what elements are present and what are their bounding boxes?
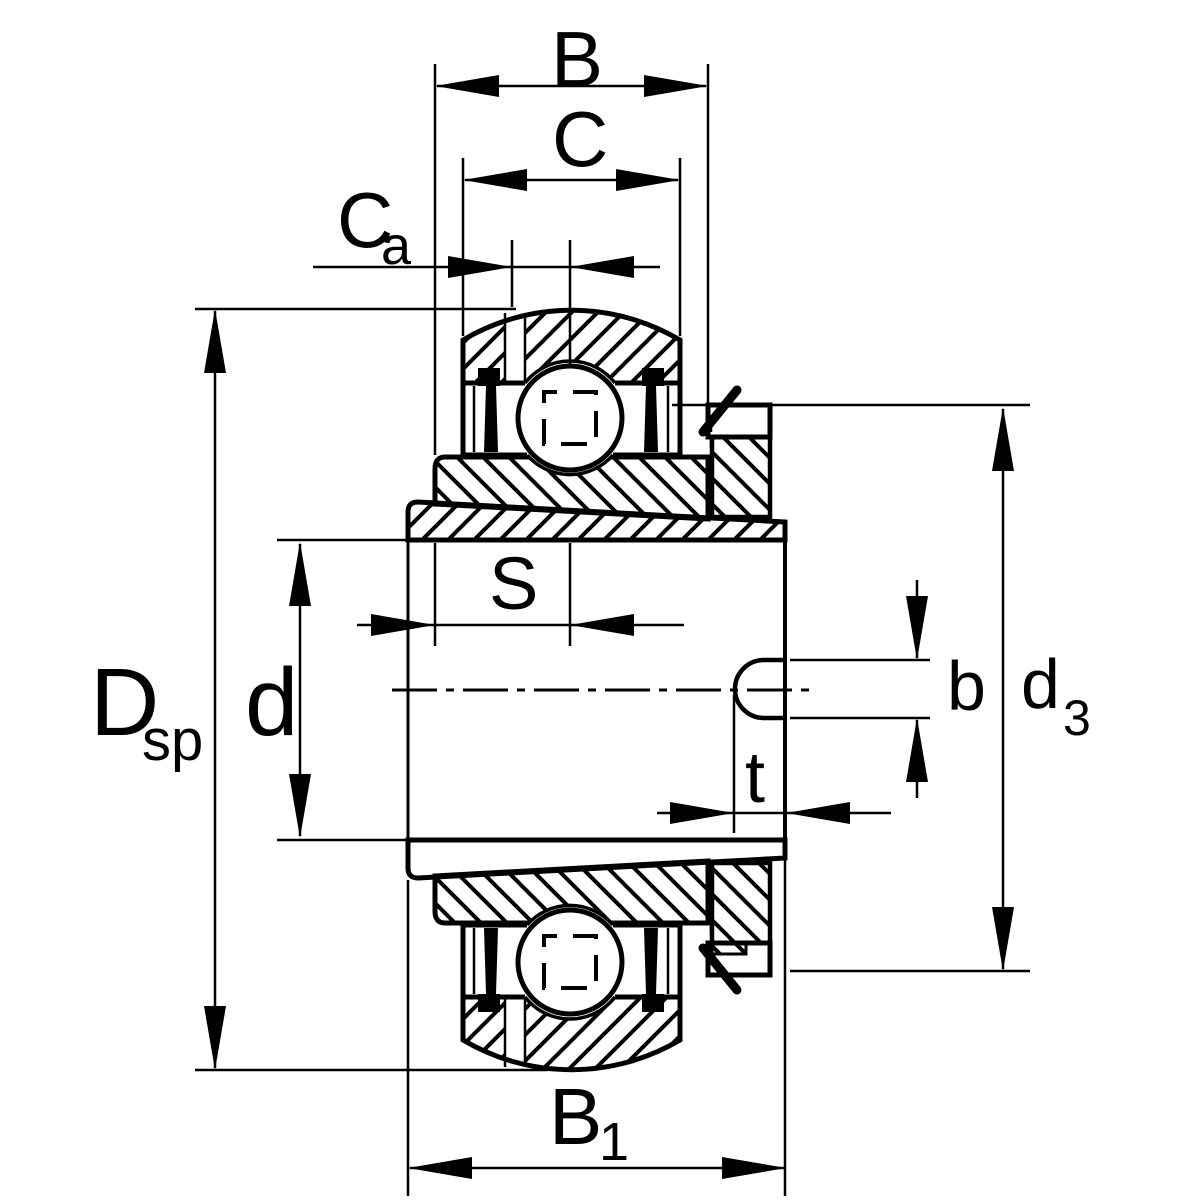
label-Ca-base: C [337,176,393,264]
label-d3-base: d [1021,645,1060,723]
arrow-Ca-right [570,256,634,278]
upper-lube-groove-edges [503,313,527,383]
arrow-Ca-left [448,256,512,278]
lower-lube-groove [505,997,525,1068]
label-B1-sub: 1 [599,1112,629,1172]
sleeve-upper-wall [405,499,788,543]
label-Dsp-sub: sp [142,708,203,773]
upper-inner-ring [432,454,711,522]
lower-ball [515,907,625,1017]
lower-cage-mark [542,934,598,990]
label-d: d [245,649,298,756]
lower-lube-groove-edges [503,997,527,1067]
lower-inner-ring [432,858,711,926]
upper-inner-raceway-arc [525,453,615,477]
arrow-d-bottom [289,774,311,838]
label-C: C [552,95,608,183]
arrow-d3-bottom [992,907,1014,971]
arrow-S-right [570,614,634,636]
arrow-B1-right [722,1157,786,1179]
upper-outer-ring-outline [460,307,683,455]
upper-seal-slinger-lines [472,386,670,452]
label-B: B [551,15,603,103]
upper-ball [515,363,625,473]
arrow-b-top [906,596,928,660]
label-B1-base: B [549,1072,602,1161]
label-S: S [489,542,538,625]
arrow-C-right [616,169,680,191]
upper-collar-body [709,434,773,520]
upper-cage-mark [542,390,598,446]
arrow-t-left [670,802,734,824]
lower-seal-slinger-lines [472,928,670,994]
lower-lockwasher-tab [710,942,748,956]
label-Ca-sub: a [381,216,412,276]
label-b: b [947,647,986,725]
arrow-S-left [371,614,435,636]
dimension-annotations [195,64,1030,1196]
upper-bearing-half [432,307,773,522]
dimension-labels: B C C a S D sp d b d 3 t B 1 [90,15,1091,1172]
lower-outer-raceway-arc [523,995,617,1021]
arrow-B-right [644,75,708,97]
label-t: t [745,738,765,818]
lower-setscrew [698,943,742,995]
dimension-arrowheads [204,75,1014,1179]
lower-right-seal [642,928,664,1012]
arrow-B-left [435,75,499,97]
lower-outer-ring-outline [460,925,683,1073]
lower-bearing-half [432,858,773,1073]
arrow-b-bottom [906,718,928,782]
arrow-t-right [786,802,850,824]
arrow-Dsp-top [204,309,226,373]
upper-right-seal [642,368,664,452]
lower-inner-raceway-arc [525,903,615,927]
arrow-d3-top [992,407,1014,471]
label-d3-sub: 3 [1063,690,1091,746]
arrow-C-left [463,169,527,191]
upper-setscrew [698,385,742,437]
arrow-B1-left [408,1157,472,1179]
lower-left-seal [478,928,500,1012]
arrow-Dsp-bottom [204,1006,226,1070]
arrow-d-top [289,542,311,606]
lower-collar-body [709,860,773,946]
upper-left-seal [478,368,500,452]
upper-lube-groove [505,312,525,383]
label-Dsp-base: D [90,649,159,756]
